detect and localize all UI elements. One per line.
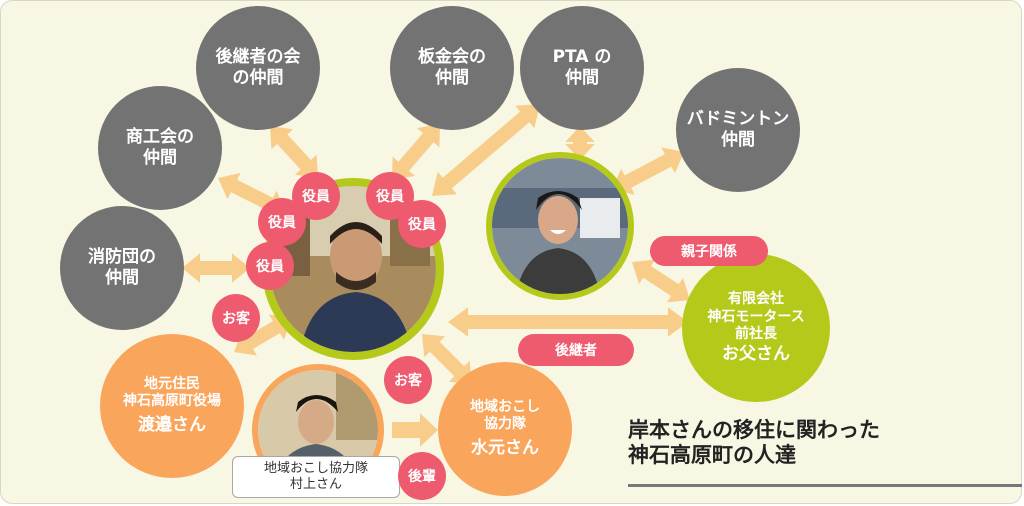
- tag-okyaku-1: お客: [212, 294, 260, 342]
- arrow-pta: [432, 104, 540, 196]
- person-mizumoto: 地域おこし 協力隊 水元さん: [438, 362, 572, 496]
- diagram-title: 岸本さんの移住に関わった 神石高原町の人達: [628, 418, 880, 468]
- tag-yakuin-5: 役員: [246, 242, 294, 290]
- person-father: 有限会社 神石モータース 前社長 お父さん: [682, 254, 830, 402]
- arrow-murakami-mizumoto: [392, 413, 438, 447]
- family-photo-illustration: [492, 158, 628, 294]
- arrow-koukeisha: [270, 126, 318, 178]
- person-watanabe: 地元住民 神石高原町役場 渡邉さん: [100, 334, 244, 478]
- tag-koukeisha: 後継者: [518, 334, 634, 366]
- group-shouboudan: 消防団の 仲間: [60, 206, 184, 330]
- arrow-bankin: [392, 124, 440, 180]
- title-underline: [628, 484, 1022, 487]
- group-pta: PTA の 仲間: [520, 6, 644, 130]
- tag-yakuin-3: 役員: [258, 198, 306, 246]
- tag-kouhai: 後輩: [398, 452, 446, 500]
- tag-yakuin-4: 役員: [398, 200, 446, 248]
- group-koukeisha: 後継者の会 の仲間: [196, 6, 320, 130]
- group-badminton: バドミントン 仲間: [676, 68, 800, 192]
- arrow-watanabe: [234, 314, 292, 356]
- arrow-badminton: [612, 147, 684, 195]
- tag-oyako: 親子関係: [650, 236, 768, 266]
- photo-kishimoto-family: [486, 152, 634, 300]
- arrow-koukeisha-line: [448, 307, 688, 337]
- arrow-family-father: [632, 259, 690, 303]
- group-bankin: 板金会の 仲間: [390, 6, 514, 130]
- tag-okyaku-2: お客: [384, 356, 432, 404]
- arrow-shouboudan: [182, 253, 250, 283]
- caption-murakami: 地域おこし協力隊 村上さん: [232, 456, 400, 498]
- arrow-center-mizumoto: [422, 334, 472, 384]
- group-shoukou: 商工会の 仲間: [98, 86, 222, 210]
- arrow-pta-family: [565, 126, 595, 160]
